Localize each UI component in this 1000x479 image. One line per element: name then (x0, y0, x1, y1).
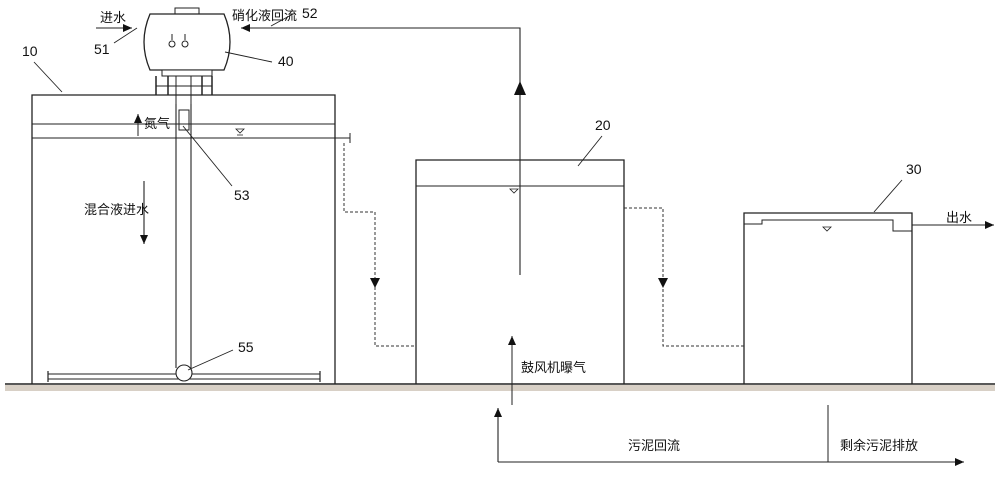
label-inlet-water: 进水 (100, 11, 126, 26)
label-blower-aeration: 鼓风机曝气 (521, 360, 586, 376)
nitrified-return-line (241, 24, 526, 275)
overflow-10-to-20 (343, 143, 416, 347)
ref-10: 10 (22, 43, 38, 59)
label-nitrified-return: 硝化液回流 (232, 9, 297, 24)
diffuser-55 (47, 364, 321, 382)
tank-10 (31, 94, 351, 384)
label-excess-sludge: 剩余污泥排放 (840, 438, 918, 454)
ref-51: 51 (94, 41, 110, 57)
sludge-lines (494, 405, 964, 466)
ref-30: 30 (906, 161, 922, 177)
leader-lines (33, 13, 903, 371)
overflow-20-to-30 (624, 207, 744, 347)
label-mixed-inlet: 混合液进水 (84, 203, 149, 218)
vessel-40 (143, 7, 231, 104)
ref-40: 40 (278, 53, 294, 69)
ground (5, 383, 995, 391)
label-outlet-water: 出水 (946, 211, 972, 226)
label-sludge-return: 污泥回流 (628, 439, 680, 454)
label-nitrogen-gas: 氮气 (144, 116, 170, 132)
ref-52: 52 (302, 5, 318, 21)
ref-20: 20 (595, 117, 611, 133)
ref-53: 53 (234, 187, 250, 203)
vertical-pipe (175, 104, 192, 368)
ref-55: 55 (238, 339, 254, 355)
tank-30 (743, 212, 913, 384)
